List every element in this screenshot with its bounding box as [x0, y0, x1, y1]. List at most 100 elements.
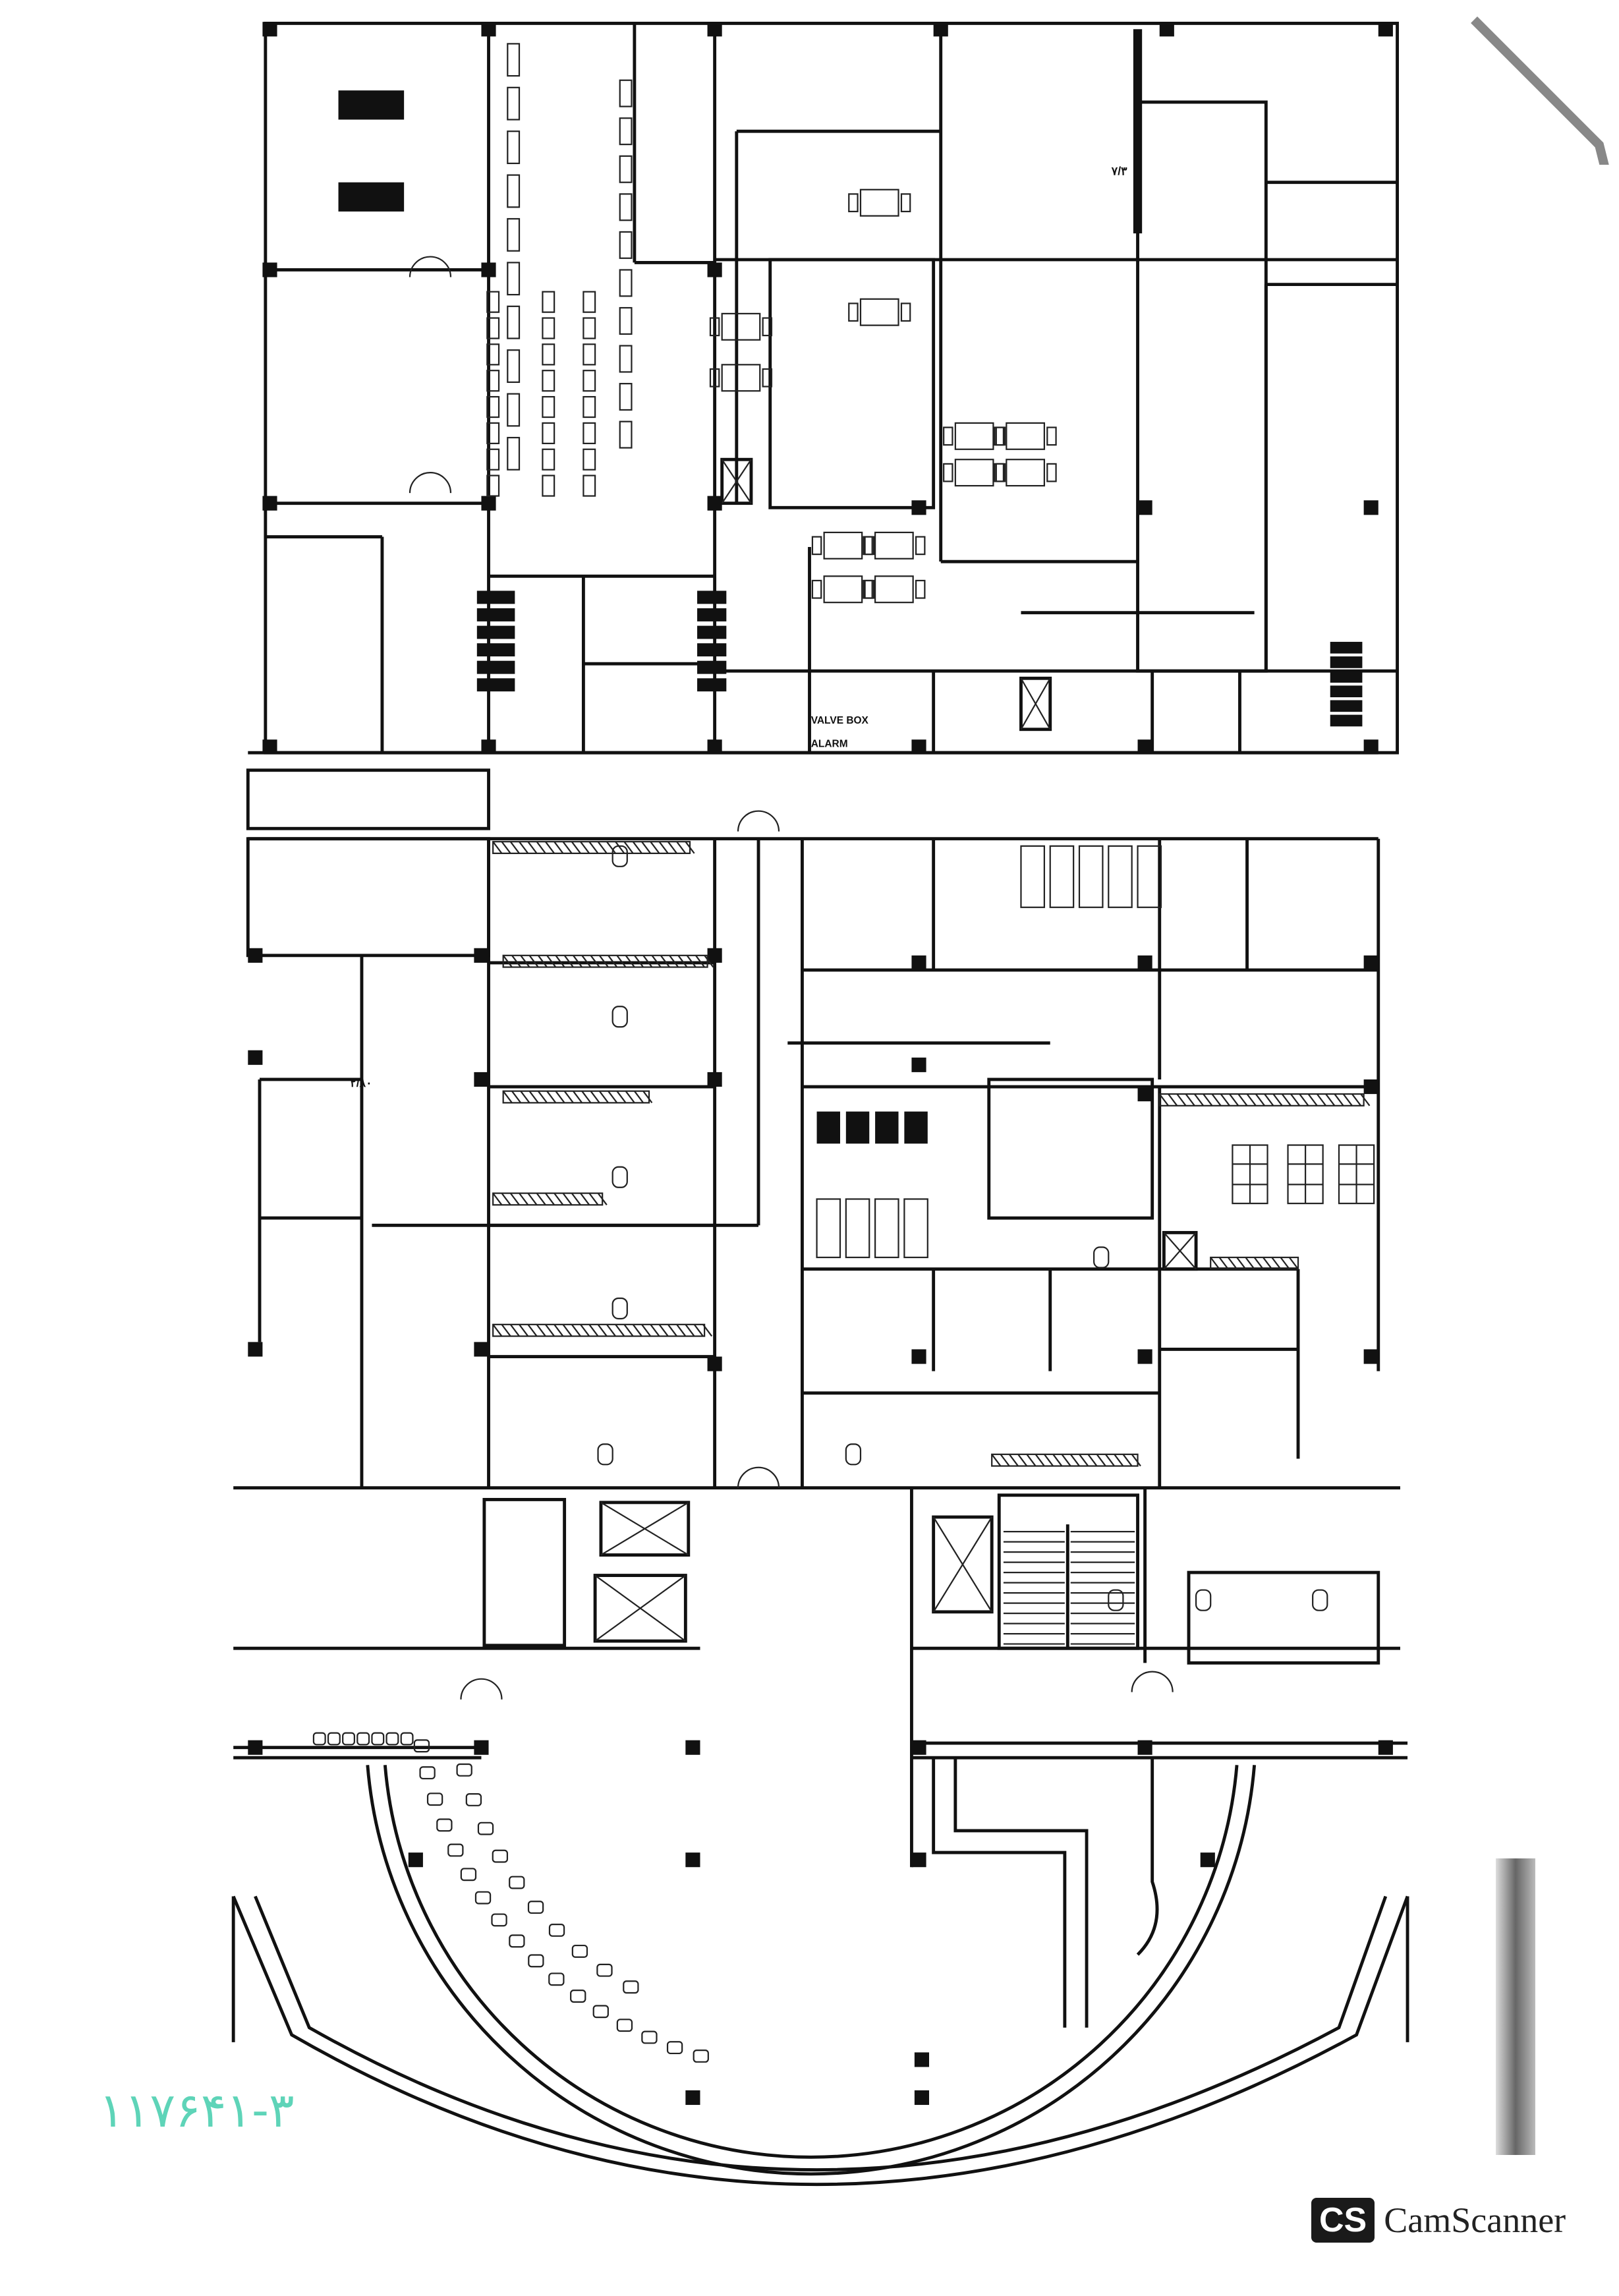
- hatch: [1079, 1454, 1089, 1467]
- double-door: [1131, 1671, 1174, 1692]
- hatch: [676, 841, 687, 854]
- hatch: [1255, 1093, 1266, 1106]
- hatch: [527, 841, 538, 854]
- cabinet: [507, 436, 521, 471]
- lobby-seat: [474, 1891, 492, 1905]
- hatch: [511, 955, 522, 968]
- lobby-seat: [456, 1763, 472, 1777]
- hatch: [1218, 1257, 1229, 1270]
- bed: [582, 474, 596, 497]
- hatched-bed: [816, 1111, 840, 1144]
- double-door: [737, 810, 780, 832]
- hatch: [616, 1091, 627, 1104]
- structural-column: [911, 500, 926, 515]
- double-door: [409, 256, 452, 277]
- hatch: [1096, 1454, 1106, 1467]
- hatch: [554, 1192, 564, 1205]
- hatch: [536, 1192, 546, 1205]
- lobby-seat: [460, 1868, 477, 1881]
- structural-column: [707, 1072, 722, 1087]
- hatch: [598, 1091, 609, 1104]
- hatch: [693, 1324, 704, 1337]
- hatch: [1334, 1093, 1344, 1106]
- lobby-seat: [342, 1732, 355, 1746]
- hatch: [676, 1324, 687, 1337]
- lobby-seat: [413, 1739, 430, 1753]
- toilet-fixture: [1195, 1589, 1212, 1611]
- double-door: [409, 472, 452, 494]
- toilet-fixture: [597, 1443, 613, 1466]
- hatch: [1229, 1093, 1239, 1106]
- alarm-label: ALARM: [811, 738, 848, 749]
- lobby-seat: [527, 1901, 544, 1914]
- table: [1006, 422, 1045, 450]
- structural-column: [1378, 22, 1393, 37]
- partition-strip: [502, 1090, 650, 1104]
- hatch: [686, 955, 696, 968]
- hatch: [1035, 1454, 1045, 1467]
- hatch: [537, 955, 548, 968]
- hatch: [1211, 1093, 1222, 1106]
- chair: [619, 193, 633, 221]
- handwritten-number: ۱۱۷۶۴۱-۳: [99, 2082, 295, 2138]
- chair: [619, 79, 633, 107]
- hatch: [1264, 1093, 1274, 1106]
- hatch: [1158, 1093, 1169, 1106]
- hatch: [527, 1192, 538, 1205]
- bed: [582, 343, 596, 366]
- hatch: [641, 1324, 652, 1337]
- hatch: [519, 1192, 529, 1205]
- toilet-fixture: [611, 845, 628, 867]
- structural-column: [262, 739, 277, 755]
- hatch: [1043, 1454, 1054, 1467]
- hatch: [580, 1192, 590, 1205]
- chair: [915, 579, 926, 599]
- hatch: [511, 1091, 522, 1104]
- hatch: [1280, 1257, 1290, 1270]
- hatch: [1360, 1093, 1371, 1106]
- hatch: [571, 1192, 581, 1205]
- hatched-bed: [697, 643, 727, 657]
- hatch: [519, 841, 529, 854]
- hatch: [642, 1091, 653, 1104]
- bed: [582, 317, 596, 339]
- ward-bed: [1137, 845, 1162, 908]
- toilet-fixture: [611, 1297, 628, 1320]
- chair: [994, 463, 1005, 482]
- hatched-bed: [1330, 641, 1363, 654]
- hatch: [536, 1324, 546, 1337]
- hatch: [615, 841, 625, 854]
- chair: [943, 463, 953, 482]
- chair: [619, 420, 633, 449]
- structural-column: [707, 496, 722, 511]
- lobby-seat: [385, 1732, 399, 1746]
- lobby-seat: [666, 2041, 683, 2055]
- hatch: [501, 841, 511, 854]
- hatch: [669, 955, 679, 968]
- hatched-bed: [476, 643, 515, 657]
- hatched-bed: [476, 625, 515, 639]
- table: [859, 298, 899, 326]
- hatch: [1342, 1093, 1353, 1106]
- lobby-seat: [356, 1732, 370, 1746]
- hatch: [546, 955, 557, 968]
- structural-column: [707, 1356, 722, 1371]
- structural-column: [911, 739, 926, 755]
- lobby-seat: [447, 1843, 464, 1857]
- hatched-bed: [697, 678, 727, 692]
- lobby-seat: [623, 1980, 639, 1994]
- structural-column: [481, 262, 496, 277]
- hatch: [1026, 1454, 1037, 1467]
- structural-column: [248, 1050, 263, 1065]
- hatch: [658, 1324, 669, 1337]
- hatch: [544, 1324, 555, 1337]
- lobby-seat: [528, 1954, 544, 1968]
- structural-column: [914, 2052, 930, 2067]
- hatch: [502, 955, 513, 968]
- hatched-bed: [1330, 656, 1363, 668]
- camscanner-logo: CS: [1311, 2198, 1375, 2243]
- hatch: [633, 1091, 644, 1104]
- hatch: [588, 841, 599, 854]
- hatch: [597, 841, 608, 854]
- structural-column: [1137, 1740, 1152, 1755]
